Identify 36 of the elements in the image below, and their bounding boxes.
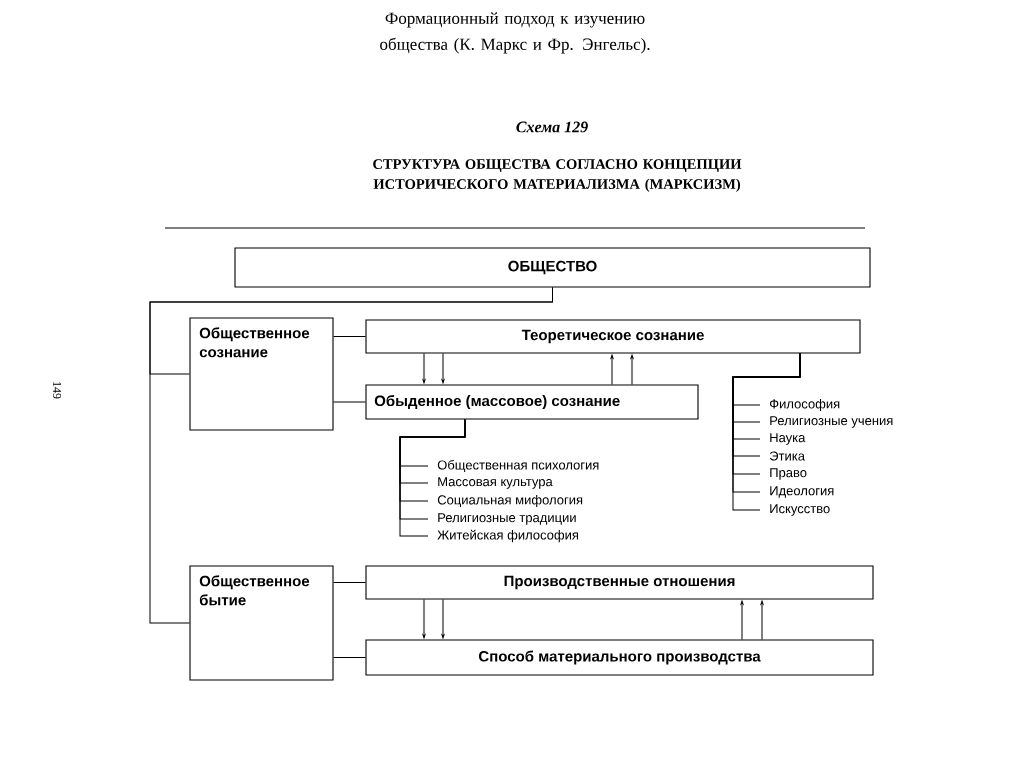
text-box: Теоретическое сознание: [365, 319, 861, 354]
connector-line: [333, 657, 366, 658]
list-item: Религиозные традиции: [438, 513, 576, 525]
arrow: [760, 600, 764, 640]
subtitle: СТРУКТУРА ОБЩЕСТВА СОГЛАСНО КОНЦЕПЦИИ ИСТОРИЧЕСКОГО МАТЕРИАЛИЗМА (МАРКСИЗМ): [373, 159, 742, 192]
arrow: [441, 353, 445, 384]
arrow: [422, 599, 426, 639]
category-box: Общественное сознание: [189, 317, 334, 431]
page-number: 149: [53, 382, 62, 399]
text-box: Обыденное (массовое) сознание: [365, 384, 699, 420]
title: Формационный подход к изучению общества (К. Маркс и Фр. Энгельс).: [380, 12, 650, 54]
connector-line: [333, 582, 366, 583]
list-item: Наука: [770, 433, 806, 445]
arrow: [610, 354, 614, 385]
arrow: [422, 353, 426, 384]
connector-line: [333, 336, 366, 337]
list-item: Религиозные учения: [770, 416, 893, 428]
list-item: Житейская философия: [437, 529, 579, 543]
list-item: Право: [770, 468, 807, 480]
text-box: Производственные отношения: [365, 565, 874, 600]
text-box: ОБЩЕСТВО: [234, 247, 871, 288]
connector-line: [333, 401, 366, 403]
list-item: Массовая культура: [438, 477, 553, 489]
list-item: Этика: [769, 451, 805, 461]
category-box: Общественное бытие: [189, 565, 334, 681]
list-item: Социальная мифология: [437, 494, 583, 508]
connector-line: [149, 287, 553, 624]
arrow: [441, 599, 445, 639]
list-item: Искусство: [770, 504, 830, 516]
arrow: [740, 600, 744, 640]
text-box: Способ материального производства: [365, 639, 874, 676]
scheme-number: Схема 129: [516, 121, 588, 133]
list-item: Общественная психология: [437, 459, 599, 473]
list-item: Философия: [769, 398, 840, 412]
arrow: [630, 354, 634, 385]
list-item: Идеология: [770, 486, 834, 498]
